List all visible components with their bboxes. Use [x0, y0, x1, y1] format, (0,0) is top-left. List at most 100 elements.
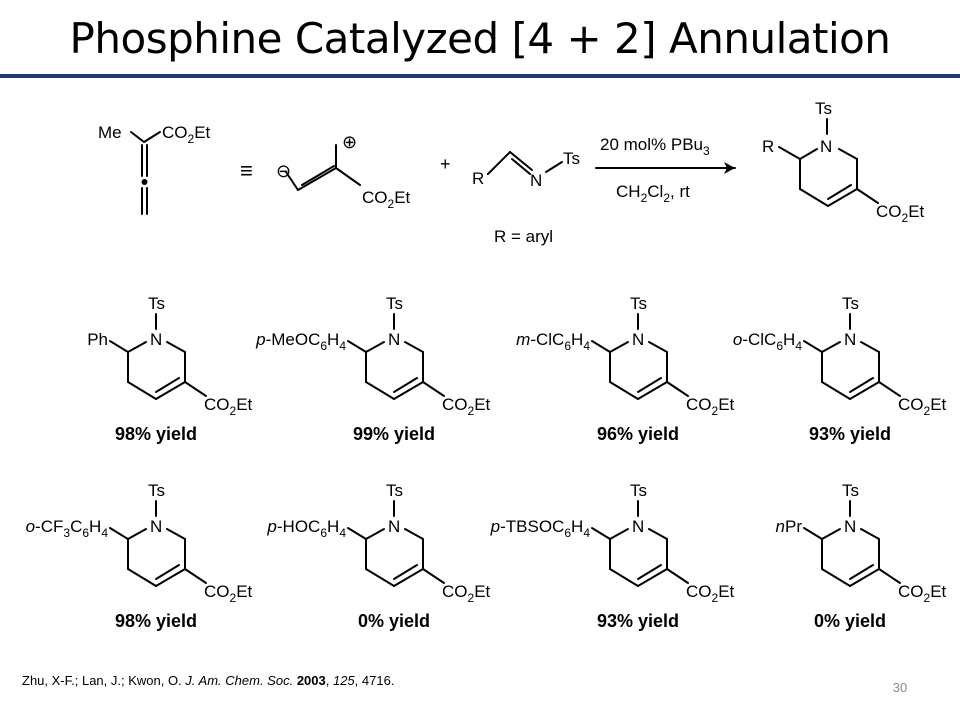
example-n-label: N [150, 330, 162, 349]
allenoate: Me CO2Et [98, 123, 211, 215]
example-bond [109, 527, 129, 540]
example-ts-label: Ts [148, 294, 165, 313]
example-bond [878, 381, 901, 397]
product-bond [778, 146, 801, 160]
allene-center-dot [141, 179, 148, 185]
example-yield-label: 0% yield [358, 611, 430, 631]
example-bond [609, 528, 629, 540]
example-ester-label: CO2Et [686, 395, 735, 418]
example-bond [849, 381, 880, 400]
example-substituent-label: p-TBSOC6H4 [490, 517, 591, 540]
example-bond [422, 381, 445, 397]
example-ester-label: CO2Et [204, 582, 253, 605]
example-bond [849, 568, 880, 587]
example-substituent-label: Ph [87, 330, 108, 349]
example-ester-label: CO2Et [442, 582, 491, 605]
example-bond [347, 527, 367, 540]
example-bond [365, 341, 385, 353]
example-bond [127, 381, 157, 400]
title-rule [0, 74, 960, 78]
example-ts-label: Ts [630, 481, 647, 500]
example-n-label: N [388, 330, 400, 349]
example-bond [404, 528, 424, 540]
product-structure: Ts N R CO2Et [762, 99, 925, 225]
example-bond [666, 381, 689, 397]
example-bond [821, 341, 841, 353]
reaction-arrow-head [724, 162, 735, 174]
example-bond [155, 568, 186, 587]
example-double-bond [393, 377, 418, 393]
example-bond [637, 381, 668, 400]
imine-bond [509, 151, 533, 171]
example-bond [166, 528, 186, 540]
example-bond [404, 341, 424, 353]
imine-r-label: R [472, 169, 484, 188]
example-bond [184, 568, 207, 584]
zwitterion-double-bond [301, 165, 335, 186]
product-n-label: N [820, 137, 832, 156]
product-r-label: R [762, 137, 774, 156]
example-bond [184, 381, 207, 397]
example-bond [821, 381, 851, 400]
example-bond [637, 568, 668, 587]
example-bond [127, 341, 147, 353]
example-yield-label: 0% yield [814, 611, 886, 631]
example-bond [365, 528, 385, 540]
example-n-label: N [388, 517, 400, 536]
example-ester-label: CO2Et [898, 395, 947, 418]
product-bond [856, 188, 879, 204]
product-ts-label: Ts [815, 99, 832, 118]
example-bond [803, 340, 823, 353]
imine-double-bond [511, 158, 531, 175]
example-bond [347, 340, 367, 353]
example-n-label: N [844, 517, 856, 536]
example-bond [155, 381, 186, 400]
example-ts-label: Ts [386, 481, 403, 500]
example-bond [127, 528, 147, 540]
example-n-label: N [632, 517, 644, 536]
example-bond [591, 527, 611, 540]
example-double-bond [155, 377, 180, 393]
example-yield-label: 98% yield [115, 424, 197, 444]
example-ts-label: Ts [842, 294, 859, 313]
example-bond [393, 381, 424, 400]
example-double-bond [155, 564, 180, 580]
slide-title: Phosphine Catalyzed [4 + 2] Annulation [69, 14, 891, 63]
example-substituent-label: p-MeOC6H4 [255, 330, 346, 353]
r-definition: R = aryl [494, 227, 553, 246]
example-bond [860, 341, 880, 353]
example-yield-label: 96% yield [597, 424, 679, 444]
example-bond [166, 341, 186, 353]
imine-bond [545, 161, 563, 173]
zwitterion-bond [335, 167, 361, 186]
example-ts-label: Ts [386, 294, 403, 313]
example-yield-label: 99% yield [353, 424, 435, 444]
example-substituent-label: m-ClC6H4 [516, 330, 590, 353]
example-bond [648, 341, 668, 353]
example-bond [860, 528, 880, 540]
reaction-arrow [595, 162, 736, 174]
example-bond [393, 568, 424, 587]
example-ts-label: Ts [630, 294, 647, 313]
example-bond [365, 568, 395, 587]
imine-bond [487, 151, 511, 175]
example-bond [127, 568, 157, 587]
example-ts-label: Ts [842, 481, 859, 500]
example-double-bond [849, 377, 874, 393]
equivalence-symbol: ≡ [240, 158, 253, 183]
product-bond [827, 188, 858, 207]
zwitterion-ester-label: CO2Et [362, 188, 411, 211]
example-ester-label: CO2Et [686, 582, 735, 605]
example-bond [609, 381, 639, 400]
example-bond [821, 568, 851, 587]
example-double-bond [849, 564, 874, 580]
zwitterion: ⊖ ⊕ CO2Et [276, 132, 411, 211]
